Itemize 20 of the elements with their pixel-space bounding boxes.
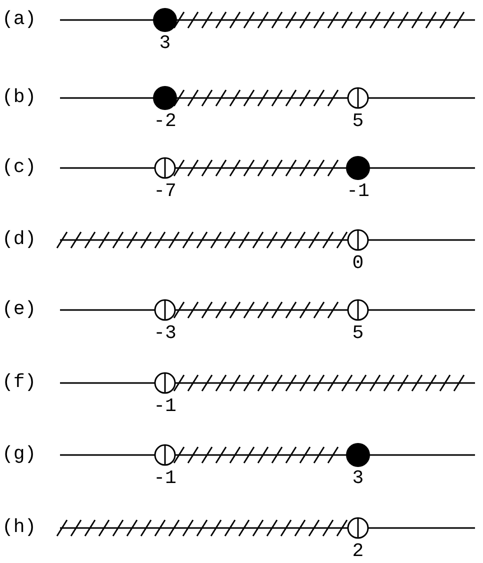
point-value: -2 [154, 111, 176, 131]
point-value: -1 [346, 181, 370, 201]
row-label: (a) [2, 9, 36, 29]
point-value: 5 [352, 323, 364, 343]
point-value: 3 [159, 33, 171, 53]
point-value: 2 [352, 541, 364, 561]
row-label: (d) [2, 229, 36, 249]
point-value: 0 [352, 253, 364, 273]
point-value: 5 [352, 111, 364, 131]
row-label: (e) [2, 299, 36, 319]
point-value: -1 [154, 468, 176, 488]
row-label: (c) [2, 157, 36, 177]
row-label: (b) [2, 87, 36, 107]
point-value: -1 [154, 396, 176, 416]
point-value: -7 [154, 181, 176, 201]
point-value: 3 [352, 468, 364, 488]
point-value: -3 [154, 323, 176, 343]
row-label: (f) [2, 372, 36, 392]
row-label: (h) [2, 517, 36, 537]
row-label: (g) [2, 444, 36, 464]
